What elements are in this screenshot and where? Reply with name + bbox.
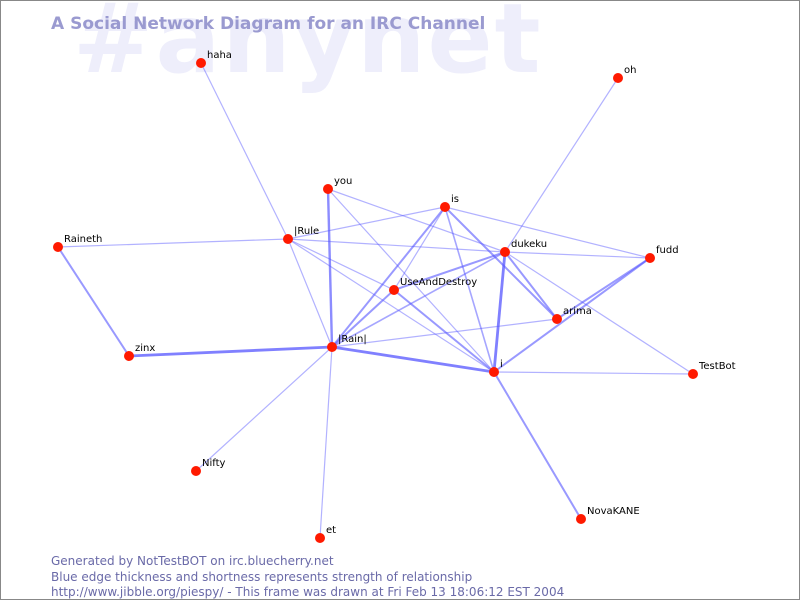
- node-haha: [196, 58, 206, 68]
- edge-fudd-i: [493, 257, 651, 373]
- node-arima: [552, 314, 562, 324]
- node-label-testbot: TestBot: [698, 361, 736, 372]
- node-label-zinx: zinx: [135, 343, 155, 354]
- node-label-dukeku: dukeku: [511, 239, 547, 250]
- node-rule: [283, 234, 293, 244]
- edge-is-fudd: [444, 206, 651, 259]
- edge-rule-rain: [287, 238, 333, 348]
- node-label-rain: |Rain|: [338, 334, 367, 345]
- node-label-novakane: NovaKANE: [587, 506, 640, 517]
- footer-legend: Blue edge thickness and shortness repres…: [51, 570, 473, 584]
- edge-raineth-rule: [57, 238, 289, 248]
- node-raineth: [53, 242, 63, 252]
- node-label-nifty: Nifty: [202, 458, 226, 469]
- edge-rain-nifty: [195, 346, 333, 472]
- edge-rain-i: [331, 345, 495, 374]
- edge-arima-rain: [331, 318, 558, 348]
- footer-generated-by: Generated by NotTestBOT on irc.bluecherr…: [51, 554, 334, 568]
- edge-dukeku-fudd: [504, 251, 651, 259]
- footer-url-timestamp: http://www.jibble.org/piespy/ - This fra…: [51, 585, 565, 599]
- node-label-oh: oh: [624, 65, 636, 76]
- edge-oh-dukeku: [504, 77, 619, 253]
- edge-rule-useanddestroy: [287, 238, 395, 291]
- edge-dukeku-i: [492, 251, 507, 373]
- node-you: [323, 184, 333, 194]
- node-zinx: [124, 351, 134, 361]
- channel-watermark: #anynet: [73, 0, 543, 95]
- node-label-haha: haha: [207, 50, 232, 61]
- node-testbot: [688, 369, 698, 379]
- edge-dukeku-arima: [504, 251, 558, 320]
- node-label-you: you: [334, 176, 352, 187]
- node-label-rule: |Rule: [294, 226, 319, 237]
- node-is: [440, 202, 450, 212]
- edge-dukeku-rain: [331, 251, 506, 348]
- node-fudd: [645, 253, 655, 263]
- node-i: [489, 367, 499, 377]
- node-oh: [613, 73, 623, 83]
- node-useanddestroy: [389, 285, 399, 295]
- edge-dukeku-useanddestroy: [393, 251, 506, 291]
- node-label-useanddestroy: UseAndDestroy: [400, 277, 477, 288]
- node-label-i: i: [500, 359, 503, 370]
- node-label-arima: arima: [563, 306, 592, 317]
- node-label-et: et: [326, 525, 336, 536]
- node-label-raineth: Raineth: [64, 234, 102, 245]
- node-label-fudd: fudd: [656, 245, 679, 256]
- edge-is-i: [444, 206, 495, 373]
- edge-is-rain: [331, 206, 446, 348]
- edge-fudd-arima: [556, 257, 651, 320]
- edge-you-dukeku: [327, 188, 506, 253]
- node-rain: [327, 342, 337, 352]
- edge-rule-i: [287, 238, 495, 373]
- edge-useanddestroy-rain: [331, 289, 395, 348]
- node-novakane: [576, 514, 586, 524]
- edge-i-testbot: [493, 371, 694, 375]
- edge-is-arima: [444, 206, 558, 320]
- edge-is-useanddestroy: [393, 206, 446, 291]
- edge-you-rain: [326, 188, 334, 348]
- edge-useanddestroy-i: [393, 289, 495, 373]
- edge-you-i: [327, 188, 495, 373]
- node-et: [315, 533, 325, 543]
- edge-haha-rule: [200, 62, 289, 240]
- edge-dukeku-testbot: [504, 251, 694, 375]
- edge-raineth-zinx: [57, 246, 130, 357]
- node-dukeku: [500, 247, 510, 257]
- edge-zinx-rain: [128, 345, 333, 358]
- edge-rule-dukeku: [287, 238, 506, 253]
- edge-is-rule: [287, 206, 446, 240]
- diagram-title: A Social Network Diagram for an IRC Chan…: [51, 14, 486, 34]
- node-label-is: is: [451, 194, 459, 205]
- edge-i-novakane: [493, 371, 582, 520]
- edge-rain-et: [319, 346, 333, 539]
- node-nifty: [191, 466, 201, 476]
